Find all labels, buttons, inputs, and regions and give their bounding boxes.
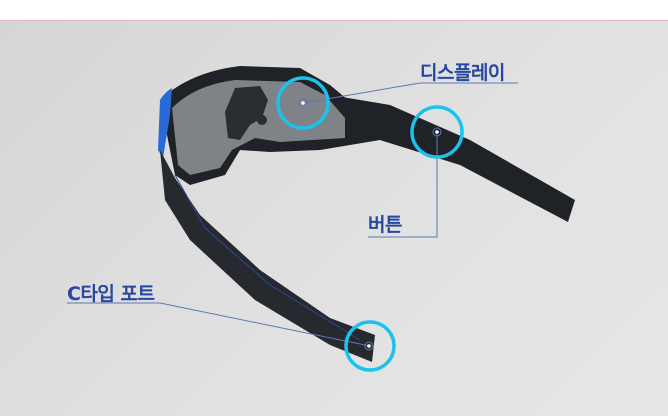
display-label: 디스플레이 <box>420 62 505 84</box>
button-highlight <box>410 105 464 159</box>
button-leader-line <box>368 132 438 238</box>
c-port-highlight <box>344 320 396 372</box>
left-temple-arm <box>160 150 375 362</box>
frame-blue-accent <box>158 88 172 158</box>
display-leader-line <box>302 82 421 104</box>
right-temple-arm <box>330 95 575 222</box>
display-module <box>225 86 268 140</box>
c-port-label: C타입 포트 <box>67 283 155 305</box>
c-port-leader-line <box>159 302 371 347</box>
product-photo-background <box>0 20 668 416</box>
display-highlight <box>276 76 330 130</box>
button-label: 버튼 <box>368 214 402 236</box>
